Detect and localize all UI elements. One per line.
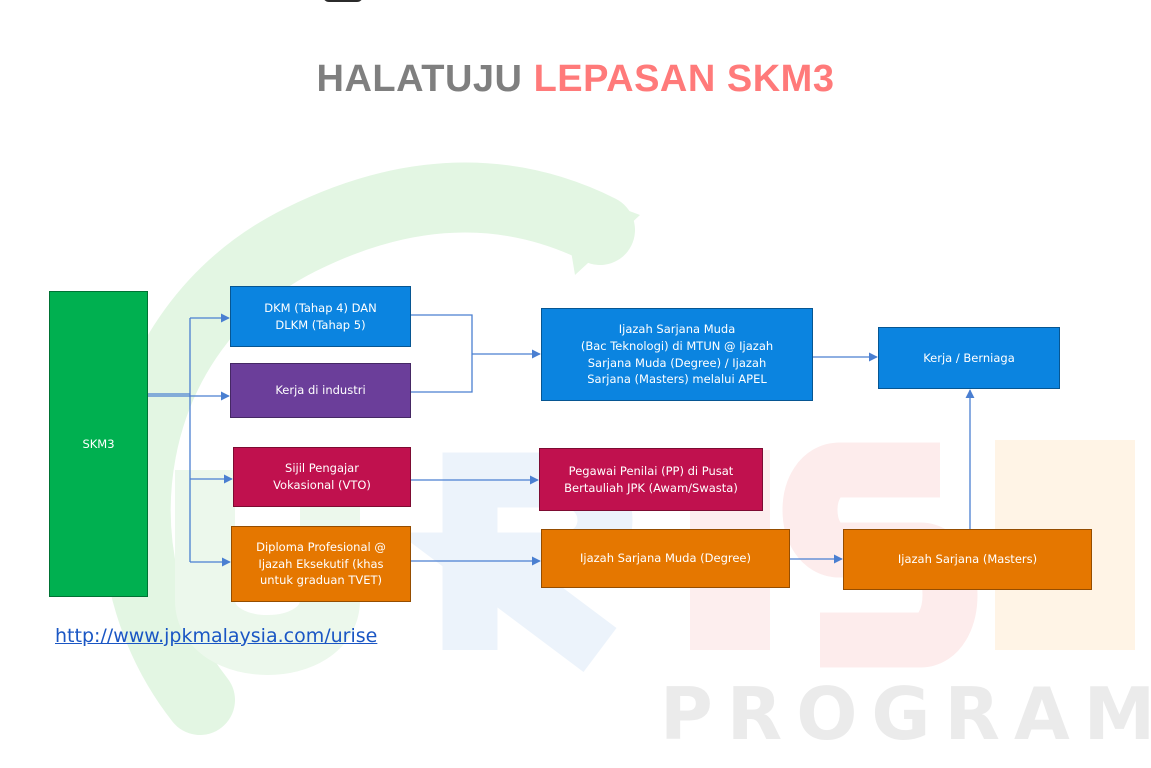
watermark-swoosh-arrow <box>560 185 640 275</box>
top-edge-mark <box>323 0 363 2</box>
box-dkm-dlkm: DKM (Tahap 4) DAN DLKM (Tahap 5) <box>230 286 411 347</box>
box-pegawai-penilai: Pegawai Penilai (PP) di Pusat Bertauliah… <box>539 448 763 511</box>
connector-dkm-out <box>411 314 473 354</box>
box-ijazah-sarjana-muda: Ijazah Sarjana Muda (Bac Teknologi) di M… <box>541 308 813 401</box>
box-skm3: SKM3 <box>49 291 148 597</box>
page-title: HALATUJU LEPASAN SKM3 <box>0 58 1151 101</box>
box-kerja-di-industri: Kerja di industri <box>230 363 411 418</box>
box-kerja-berniaga: Kerja / Berniaga <box>878 327 1060 389</box>
jpk-urise-link[interactable]: http://www.jpkmalaysia.com/urise <box>55 625 378 647</box>
box-diploma-profesional: Diploma Profesional @ Ijazah Eksekutif (… <box>231 526 411 602</box>
connector-kerja-out <box>411 354 473 393</box>
title-part-2: LEPASAN SKM3 <box>533 58 835 100</box>
watermark-letter-u <box>175 470 360 675</box>
box-ijazah-degree: Ijazah Sarjana Muda (Degree) <box>541 529 790 588</box>
title-part-1: HALATUJU <box>316 58 523 100</box>
watermark-program-text: PROGRAM <box>660 672 1151 756</box>
box-ijazah-masters: Ijazah Sarjana (Masters) <box>843 529 1092 590</box>
box-sijil-pengajar: Sijil Pengajar Vokasional (VTO) <box>233 447 411 507</box>
